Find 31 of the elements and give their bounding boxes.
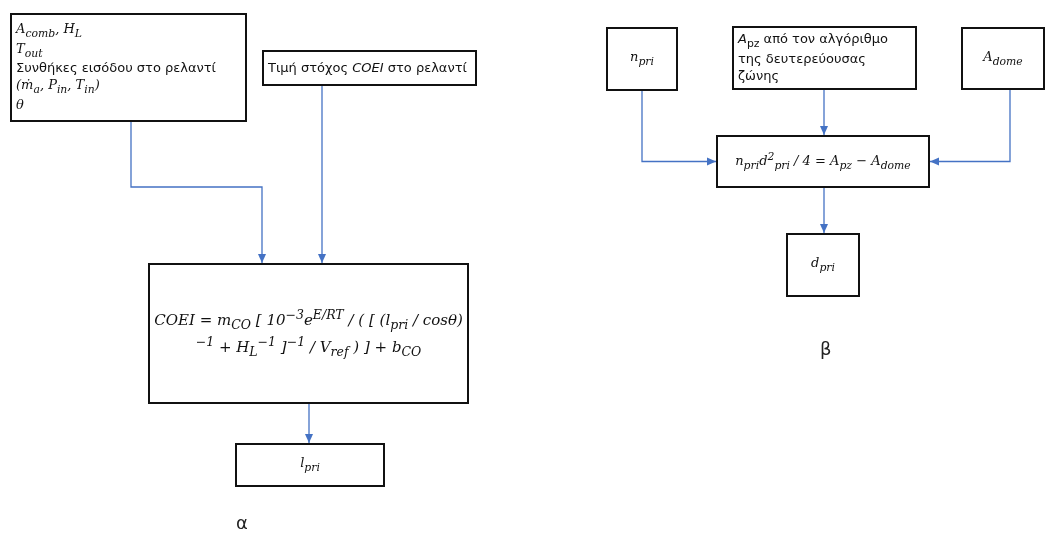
process-box (235, 443, 385, 487)
process-box (262, 50, 477, 86)
variable-label: n$_{pri}$ (630, 49, 654, 69)
arrow (641, 90, 717, 166)
formula: n$_{pri}$d$^{2}$$_{pri}$ / 4 = A$_{pz}$ − A$_{dome}$ (735, 150, 911, 173)
arrow (820, 187, 828, 234)
box-label: A$_{pz}$ από τον αλγόριθμο της δευτερεύουσας ζώνης (738, 31, 889, 85)
variable-label: l$_{pri}$ (300, 455, 320, 475)
process-box (732, 26, 917, 90)
box-label: Τιμή στόχος COEI στο ρελαντί (268, 59, 467, 77)
variable-list: Συνθήκες εισόδου στο ρελαντί (16, 60, 216, 78)
variable-list: T$_{out}$ (16, 40, 43, 61)
variable-label: d$_{pri}$ (811, 255, 835, 275)
subfigure-label: α (236, 512, 248, 533)
variable-list: θ (16, 97, 24, 114)
arrow (820, 89, 828, 136)
variable-list: (ṁ$_{a}$, P$_{in}$, T$_{in}$) (16, 77, 100, 97)
arrow (929, 89, 1011, 166)
arrow (130, 121, 266, 264)
arrow (318, 85, 326, 264)
process-box (606, 27, 678, 91)
process-box (148, 263, 469, 404)
subfigure-label: β (820, 338, 832, 359)
variable-label: A$_{dome}$ (983, 48, 1023, 69)
formula: COEI = m$_{CO}$ [ 10$^{−3}$e$^{E/RT}$ / ( [ (l$_{pri}$ / cosθ)$^{−1}$ + H$_{L}$$^{−1}$ ]$^{−1}$ / V$_{ref}$ ) ] + b$_{CO}$ (154, 307, 463, 360)
process-box (10, 13, 247, 122)
process-box (786, 233, 860, 297)
arrow (305, 403, 313, 444)
process-box (716, 135, 930, 188)
variable-list: A$_{comb}$, H$_{L}$ (16, 21, 82, 41)
process-box (961, 27, 1045, 90)
